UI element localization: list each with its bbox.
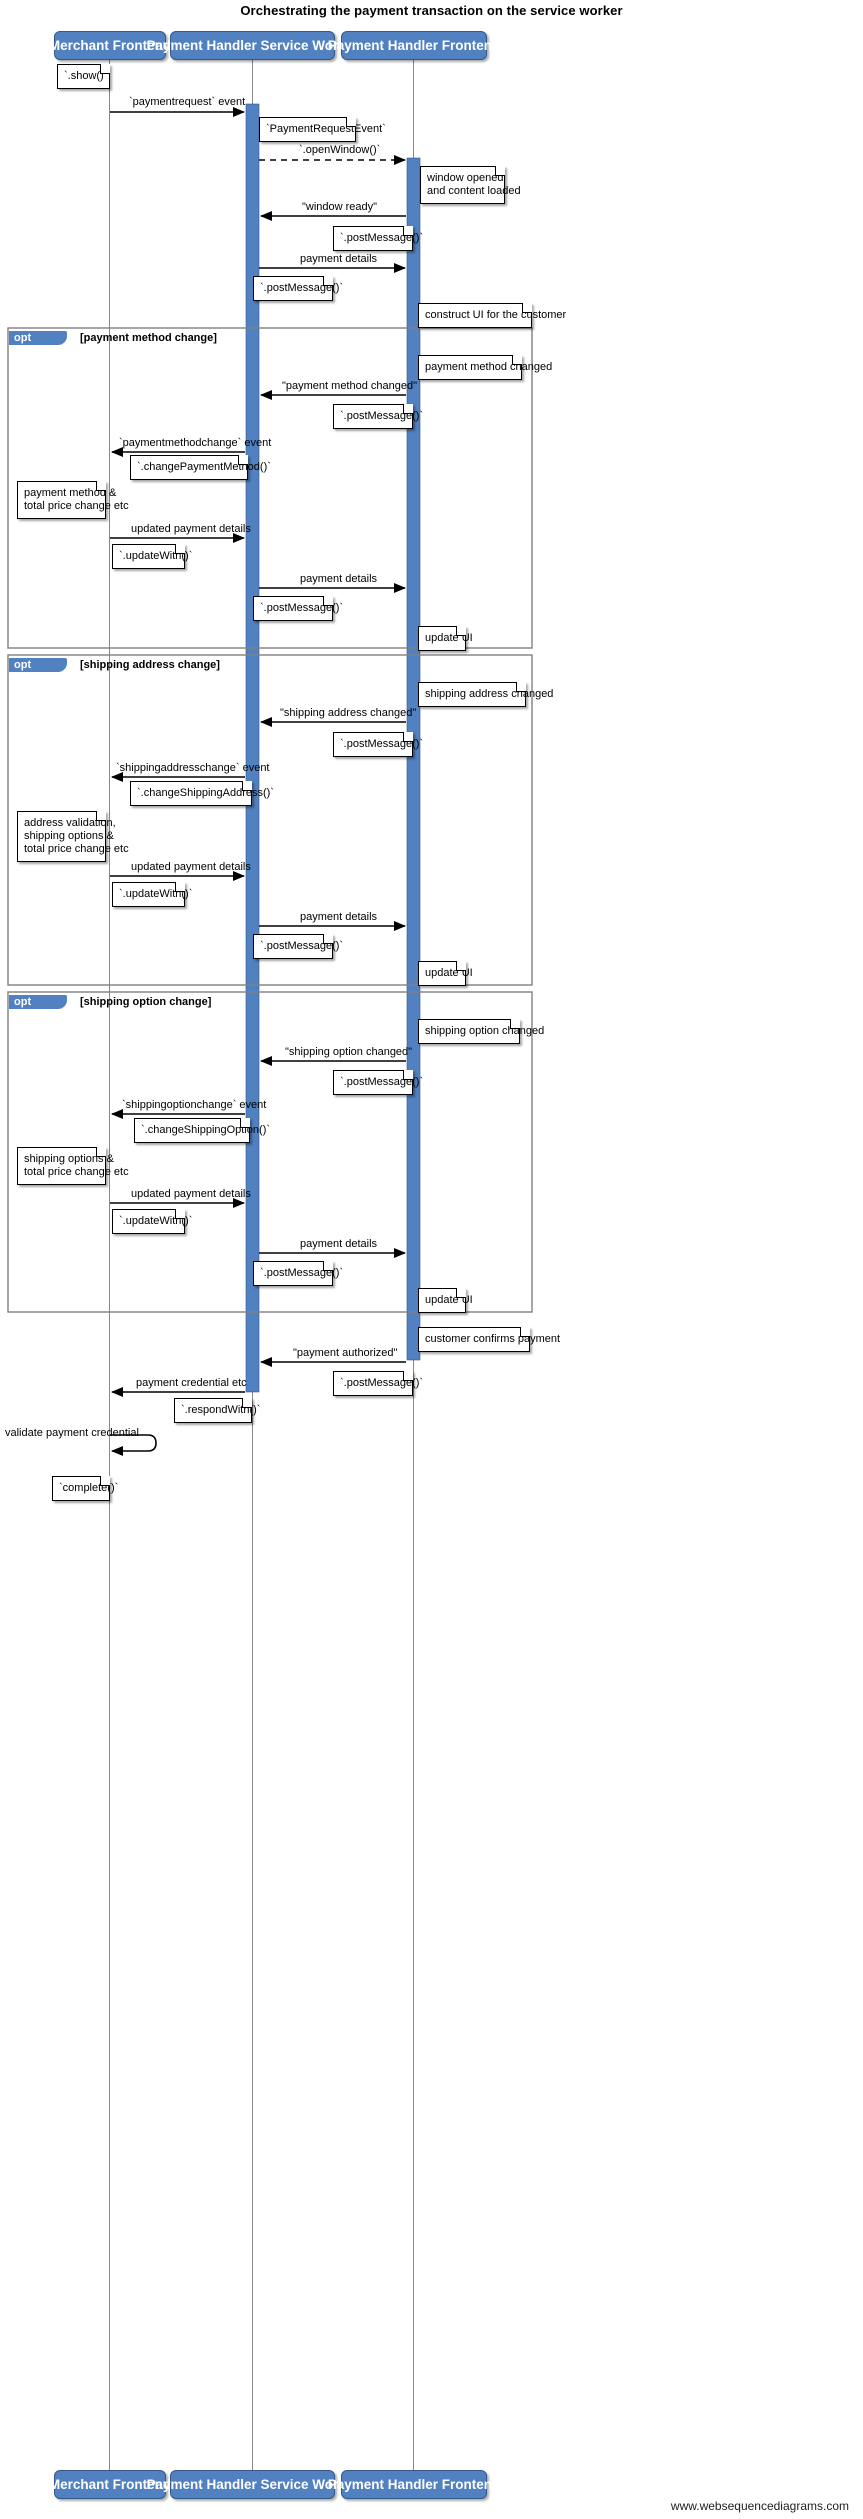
opt-fragment-kind-3: opt <box>9 995 67 1009</box>
actor-service-worker-top[interactable]: Payment Handler Service Worker <box>146 31 359 60</box>
message-label-window-ready: "window ready" <box>302 201 378 213</box>
note-complete: `complete()` <box>52 1476 118 1501</box>
message-label-open-window: `.openWindow()` <box>299 144 381 156</box>
actor-handler-frontend-top[interactable]: Payment Handler Frontend <box>328 31 500 60</box>
note-respond-with: `.respondWith()` <box>174 1398 260 1423</box>
note-show: `.show()` <box>57 64 110 89</box>
note-shipping-option-changed: shipping option changed <box>418 1019 544 1044</box>
note-update-with-1: `.updateWith()` <box>112 544 192 569</box>
note-update-ui-3: update UI <box>418 1288 473 1313</box>
note-address-validation: address validation, shipping options & t… <box>17 811 129 862</box>
note-post-message-5: `.postMessage()` <box>333 732 423 757</box>
message-label-payment-details-3: payment details <box>300 911 378 923</box>
note-construct-ui: construct UI for the customer <box>418 303 566 328</box>
message-arrows <box>110 107 406 1456</box>
message-label-paymentrequest-event: `paymentrequest` event <box>129 96 246 108</box>
message-label-shippingaddresschange-event: `shippingaddresschange` event <box>116 762 270 774</box>
note-update-ui-2: update UI <box>418 961 473 986</box>
actor-label: Merchant Frontend <box>48 2477 172 2492</box>
message-label-updated-payment-details-3: updated payment details <box>131 1188 251 1200</box>
diagram-title: Orchestrating the payment transaction on… <box>240 3 623 18</box>
note-payment-request-event: `PaymentRequestEvent` <box>259 117 386 142</box>
note-payment-method-changed: payment method changed <box>418 355 552 380</box>
message-label-updated-payment-details-2: updated payment details <box>131 861 251 873</box>
message-label-payment-details-1: payment details <box>300 253 378 265</box>
activation-bars <box>245 103 421 1393</box>
note-post-message-9: `.postMessage()` <box>333 1371 423 1396</box>
message-label-payment-details-4: payment details <box>300 1238 378 1250</box>
opt-fragment-frames <box>7 327 533 1313</box>
note-customer-confirms-payment: customer confirms payment <box>418 1327 560 1352</box>
note-change-shipping-address: `.changeShippingAddress()` <box>130 781 274 806</box>
message-label-paymentmethodchange-event: `paymentmethodchange` event <box>119 437 272 449</box>
actor-label: Payment Handler Service Worker <box>146 38 359 53</box>
note-window-opened: window opened and content loaded <box>420 166 521 204</box>
note-post-message-8: `.postMessage()` <box>253 1261 343 1286</box>
actor-merchant-frontend-top[interactable]: Merchant Frontend <box>49 31 171 60</box>
note-post-message-7: `.postMessage()` <box>333 1070 423 1095</box>
actor-label: Payment Handler Service Worker <box>146 2477 359 2492</box>
message-label-shipping-option-changed: "shipping option changed" <box>285 1046 413 1058</box>
opt-fragment-kind-2: opt <box>9 658 67 672</box>
actor-service-worker-bottom[interactable]: Payment Handler Service Worker <box>146 2470 359 2499</box>
message-label-payment-method-changed: "payment method changed" <box>282 380 418 392</box>
note-post-message-4: `.postMessage()` <box>253 596 343 621</box>
message-label-payment-authorized: "payment authorized" <box>293 1347 398 1359</box>
actor-label: Payment Handler Frontend <box>327 38 501 53</box>
message-label-shipping-address-changed: "shipping address changed" <box>280 707 417 719</box>
opt-fragment-condition-1: [payment method change] <box>80 332 217 344</box>
actor-handler-frontend-bottom[interactable]: Payment Handler Frontend <box>328 2470 500 2499</box>
message-label-payment-credential-etc: payment credential etc <box>136 1377 247 1389</box>
note-post-message-3: `.postMessage()` <box>333 404 423 429</box>
note-update-with-3: `.updateWith()` <box>112 1209 192 1234</box>
actor-merchant-frontend-bottom[interactable]: Merchant Frontend <box>49 2470 171 2499</box>
note-change-payment-method: `.changePaymentMethod()` <box>130 455 271 480</box>
message-label-shippingoptionchange-event: `shippingoptionchange` event <box>122 1099 267 1111</box>
opt-fragment-condition-3: [shipping option change] <box>80 996 212 1008</box>
note-shipping-options-price-change: shipping options & total price change et… <box>17 1147 129 1185</box>
note-post-message-2: `.postMessage()` <box>253 276 343 301</box>
note-shipping-address-changed: shipping address changed <box>418 682 553 707</box>
message-label-payment-details-2: payment details <box>300 573 378 585</box>
opt-fragment-kind-1: opt <box>9 331 67 345</box>
message-label-updated-payment-details-1: updated payment details <box>131 523 251 535</box>
note-post-message-1: `.postMessage()` <box>333 226 423 251</box>
note-change-shipping-option: `.changeShippingOption()` <box>134 1118 270 1143</box>
note-post-message-6: `.postMessage()` <box>253 934 343 959</box>
actor-label: Payment Handler Frontend <box>327 2477 501 2492</box>
message-label-validate-payment-credential: validate payment credential <box>5 1427 139 1439</box>
watermark-label: www.websequencediagrams.com <box>670 2499 849 2513</box>
note-update-ui-1: update UI <box>418 626 473 651</box>
opt-fragment-condition-2: [shipping address change] <box>80 659 220 671</box>
note-update-with-2: `.updateWith()` <box>112 882 192 907</box>
note-payment-method-price-change: payment method & total price change etc <box>17 481 129 519</box>
actor-label: Merchant Frontend <box>48 38 172 53</box>
